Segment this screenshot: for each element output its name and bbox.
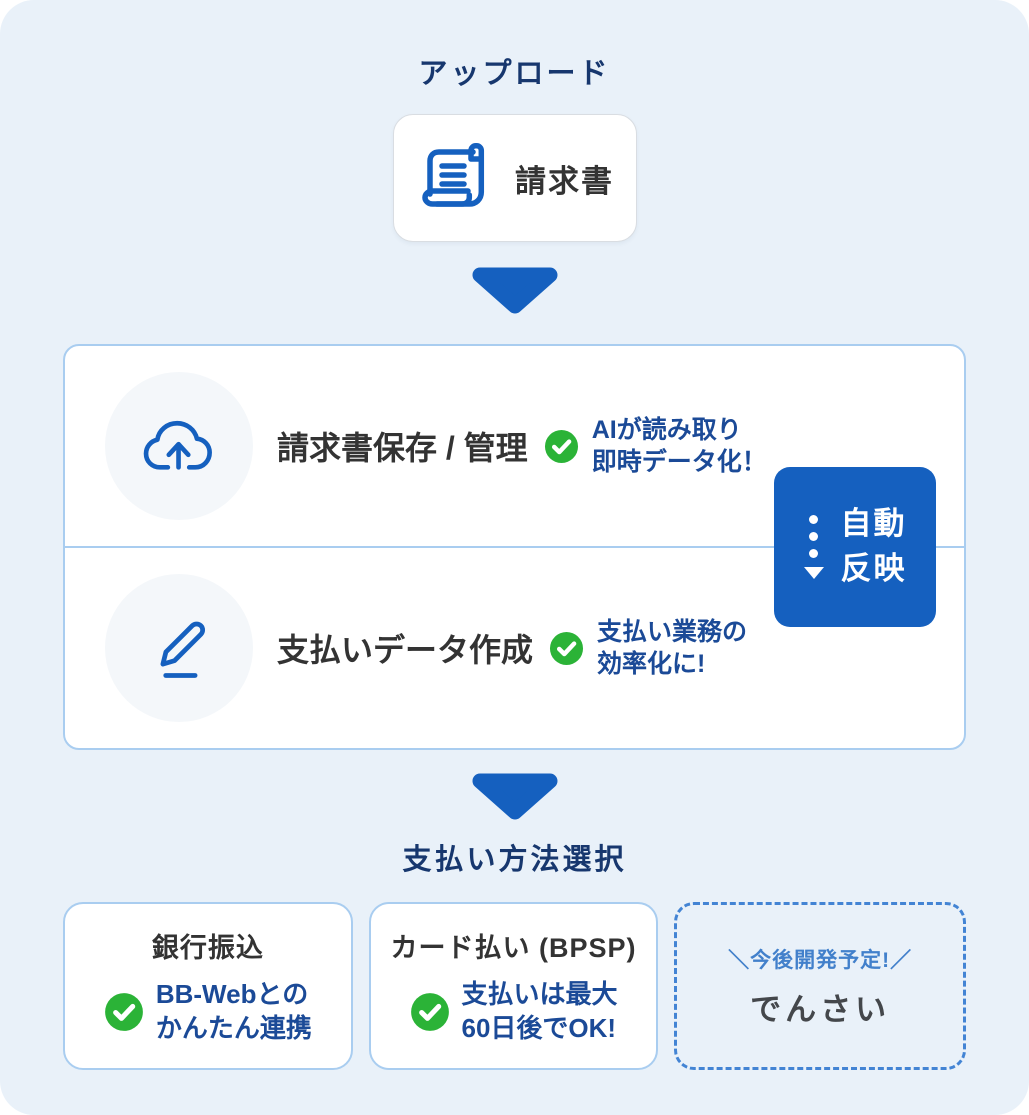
check-icon <box>544 429 579 464</box>
payment-card-card-bpsp: カード払い (BPSP) 支払いは最大 60日後でOK! <box>368 902 659 1070</box>
check-icon <box>104 992 144 1032</box>
cloud-upload-icon <box>105 372 253 520</box>
down-arrow-icon <box>463 770 567 822</box>
process-row-benefit-text: AIが読み取り 即時データ化！ <box>592 414 767 479</box>
process-row-title: 請求書保存 / 管理 <box>277 430 528 466</box>
invoice-card: 請求書 <box>392 114 637 242</box>
check-icon <box>549 631 584 666</box>
invoice-scroll-icon <box>415 140 491 216</box>
auto-reflect-badge-text: 自動 反映 <box>841 502 907 592</box>
process-row-save-manage: 請求書保存 / 管理 AIが読み取り 即時データ化！ <box>65 346 964 546</box>
down-arrow-icon <box>463 264 567 316</box>
benefit-line: 支払いは最大 <box>461 979 618 1010</box>
dotted-down-arrow-icon <box>803 515 824 579</box>
benefit-line: AIが読み取り <box>591 415 742 444</box>
benefit-line: 60日後でOK! <box>461 1013 617 1043</box>
payment-method-heading: 支払い方法選択 <box>402 844 627 876</box>
planned-card-title: でんさい <box>750 991 891 1027</box>
planned-note: ＼今後開発予定!／ <box>728 948 913 972</box>
payment-card-title: カード払い (BPSP) <box>390 933 637 964</box>
benefit-line: 支払い業務の <box>597 617 748 646</box>
badge-line: 反映 <box>840 551 907 586</box>
benefit-line: 効率化に! <box>597 650 706 678</box>
process-panel: 請求書保存 / 管理 AIが読み取り 即時データ化！ <box>63 344 966 750</box>
process-row-title: 支払いデータ作成 <box>277 632 534 668</box>
check-icon <box>410 992 450 1032</box>
payment-card-densai-planned: ＼今後開発予定!／ でんさい <box>674 902 967 1070</box>
payment-card-title: 銀行振込 <box>151 933 264 964</box>
payment-card-benefit: 支払いは最大 60日後でOK! <box>410 978 618 1046</box>
badge-line: 自動 <box>840 506 907 542</box>
upload-heading: アップロード <box>418 58 611 90</box>
process-row-payment-data: 支払いデータ作成 支払い業務の 効率化に! <box>65 546 964 748</box>
benefit-line: 即時データ化！ <box>591 448 767 476</box>
payment-card-benefit: BB-Webとの かんたん連携 <box>104 978 312 1046</box>
benefit-line: BB-Webとの <box>155 979 309 1010</box>
payment-card-benefit-text: BB-Webとの かんたん連携 <box>156 978 312 1046</box>
payment-card-bank-transfer: 銀行振込 BB-Webとの かんたん連携 <box>63 902 353 1070</box>
invoice-card-label: 請求書 <box>515 163 614 199</box>
benefit-line: かんたん連携 <box>155 1013 312 1043</box>
payment-card-benefit-text: 支払いは最大 60日後でOK! <box>462 978 618 1046</box>
process-row-benefit: AIが読み取り 即時データ化！ <box>544 414 767 479</box>
auto-reflect-badge: 自動 反映 <box>774 467 936 627</box>
process-row-benefit-text: 支払い業務の 効率化に! <box>597 616 747 681</box>
pen-icon <box>105 574 253 722</box>
process-row-benefit: 支払い業務の 効率化に! <box>549 616 747 681</box>
payment-method-cards: 銀行振込 BB-Webとの かんたん連携 カード払い (BPSP) <box>63 902 967 1070</box>
